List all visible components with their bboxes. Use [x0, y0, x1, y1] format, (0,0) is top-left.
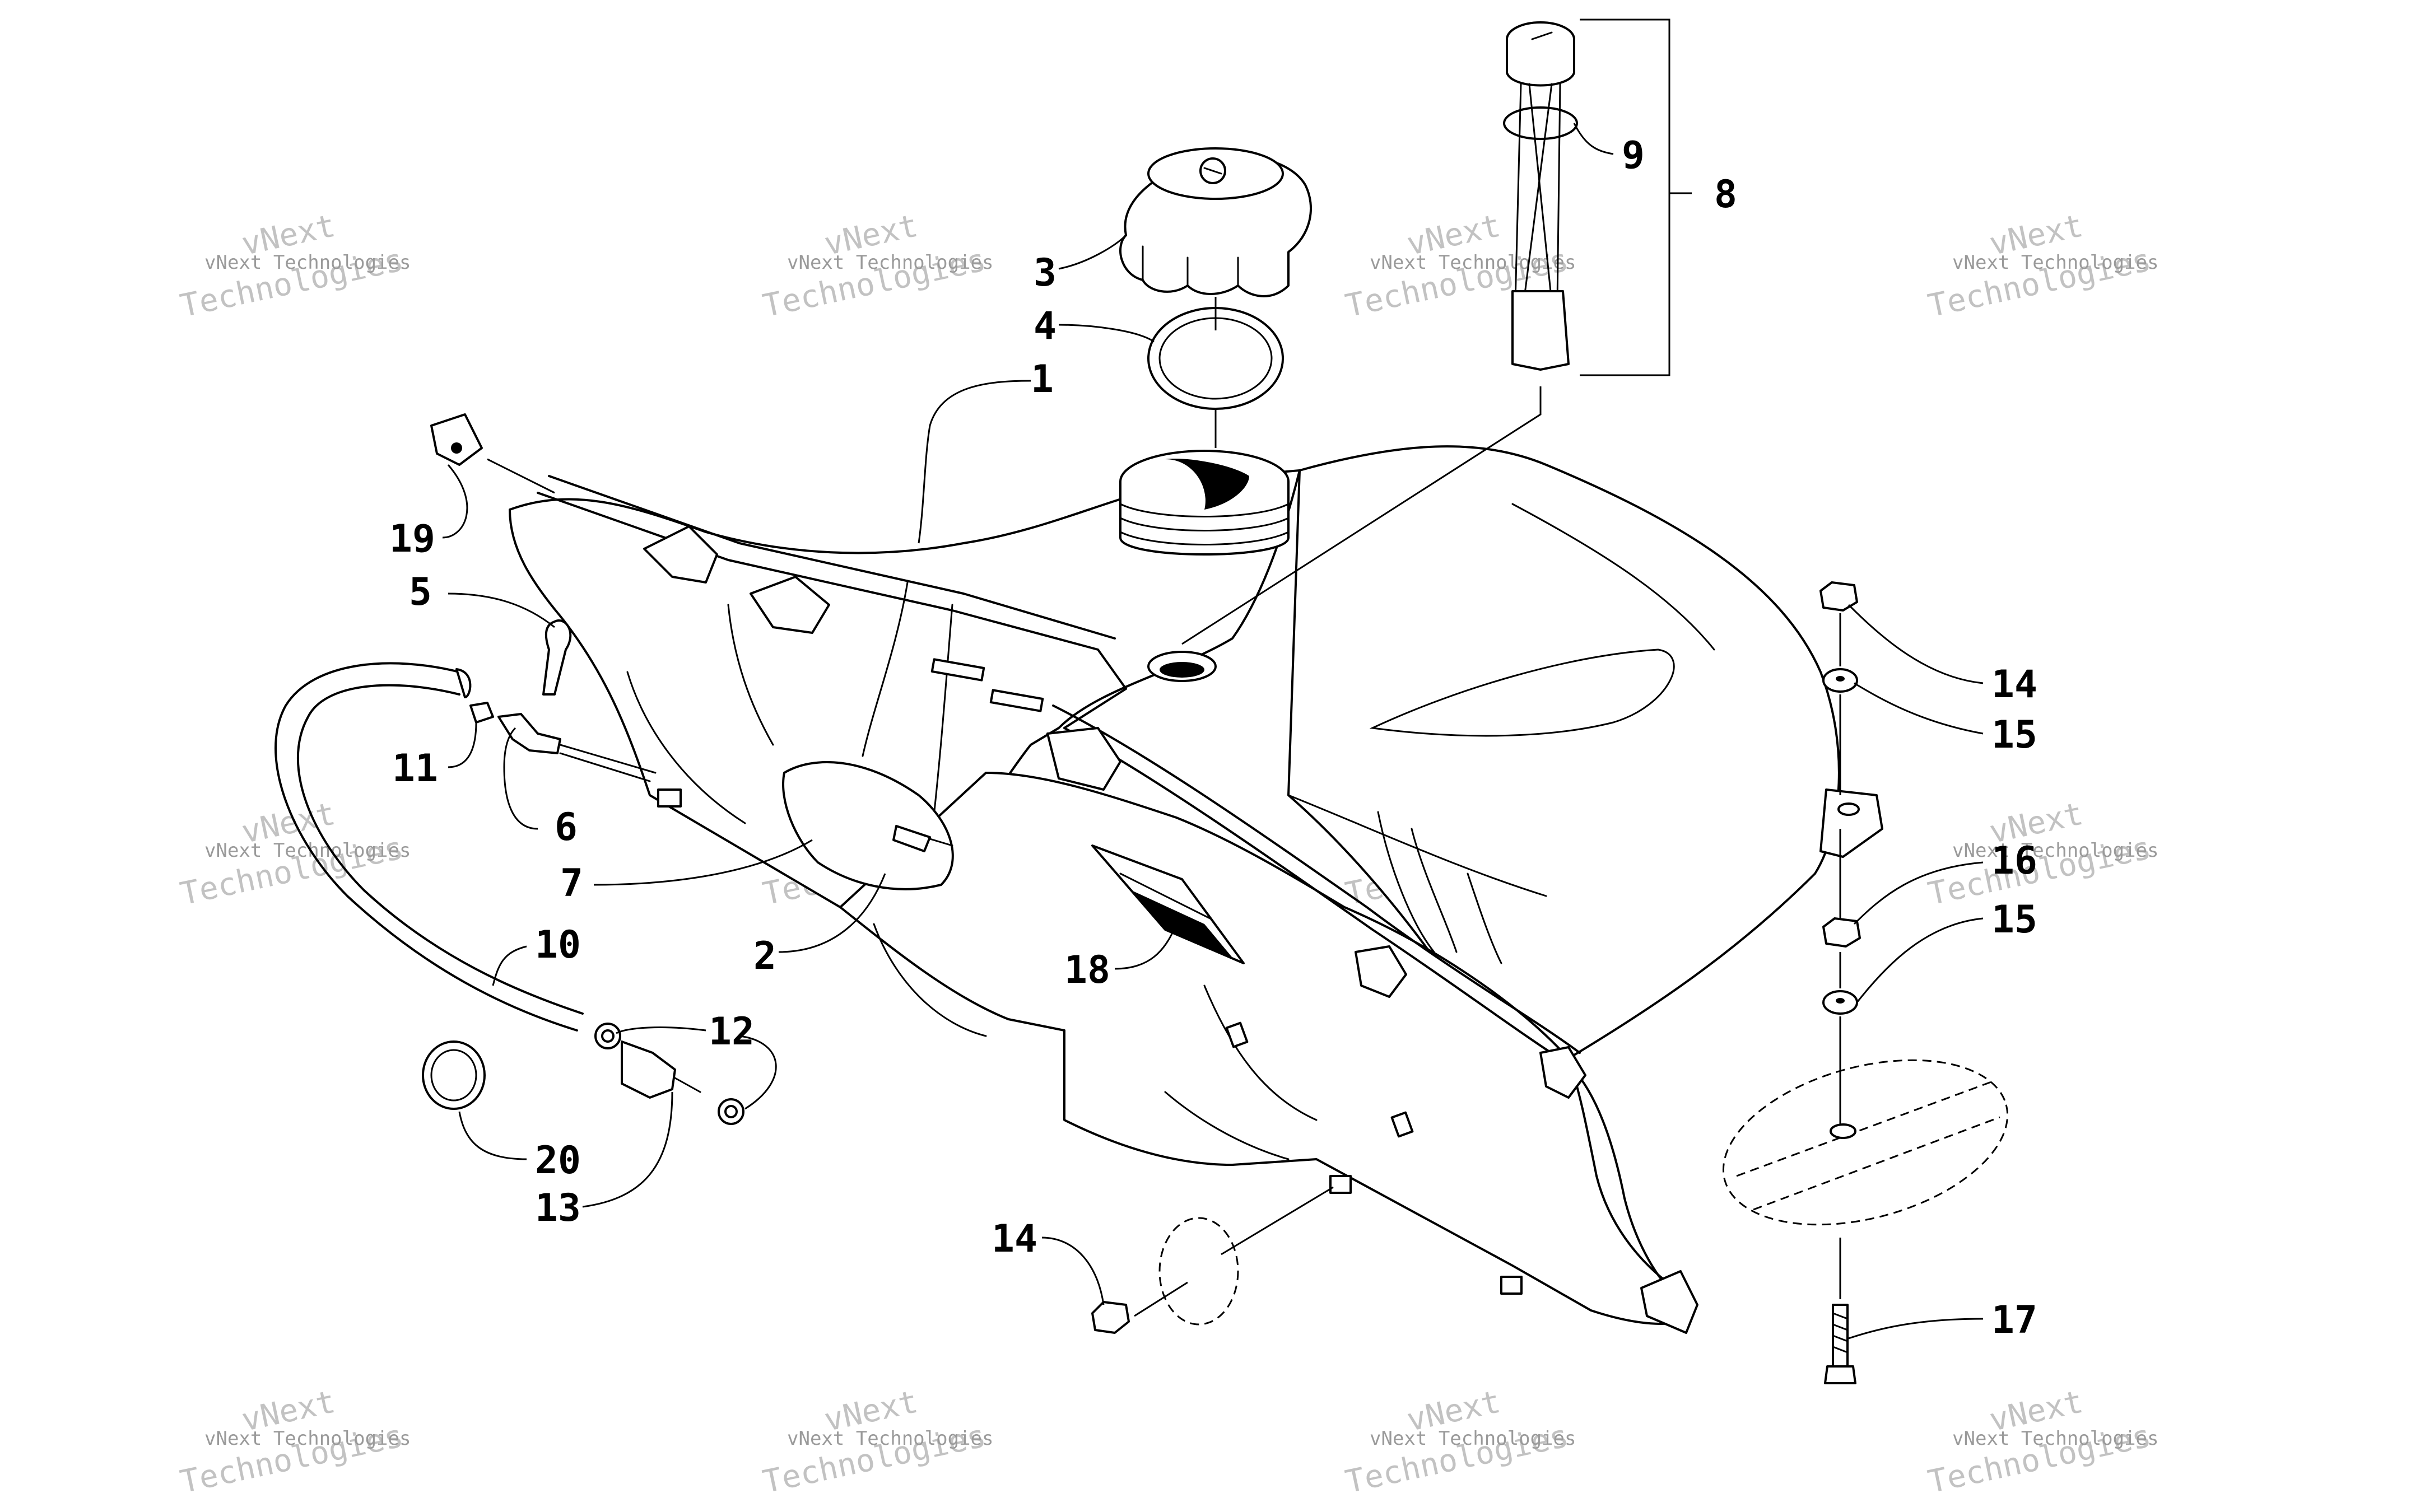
watermark-tile: vNext Technologies vNext Technologies [1342, 1384, 1576, 1501]
callout-6: 6 [555, 805, 578, 850]
gasket-ring-icon [1147, 297, 1284, 448]
watermark-tile: vNext Technologies vNext Technologies [1925, 1384, 2158, 1501]
watermark-tile: vNext Technologies vNext Technologies [177, 796, 411, 913]
callout-19: 19 [389, 517, 435, 561]
callout-2: 2 [753, 934, 776, 978]
callout-labels: 1 2 3 4 5 6 7 8 9 10 11 12 13 14 14 15 1… [389, 133, 2037, 1342]
watermark-text: vNext Technologies [787, 1427, 993, 1450]
callout-14-right: 14 [1991, 662, 2037, 707]
callout-3: 3 [1034, 251, 1057, 295]
tank-stud [989, 689, 1044, 712]
watermark-technologies: Technologies [1925, 830, 2154, 913]
callout-14-bottom: 14 [992, 1217, 1037, 1261]
watermark-tile: vNext Technologies vNext Technologies [760, 208, 993, 325]
watermark-tile: vNext Technologies vNext Technologies [177, 1384, 411, 1501]
watermark-vnext: vNext [239, 796, 338, 851]
callout-15-upper: 15 [1991, 713, 2037, 757]
watermark-text: vNext Technologies [1952, 839, 2158, 862]
callout-9: 9 [1622, 133, 1645, 178]
gas-cap-icon [1119, 147, 1312, 297]
watermark-vnext: vNext [1986, 208, 2086, 263]
watermark-text: vNext Technologies [1952, 1427, 2158, 1450]
watermark-vnext: vNext [239, 1384, 338, 1439]
watermark-technologies: Technologies [177, 1418, 406, 1501]
watermark-vnext: vNext [821, 1384, 921, 1439]
fuel-filter-icon [594, 1023, 744, 1125]
leader-lines [442, 18, 1984, 1340]
decal-label [1091, 844, 1245, 964]
watermark-text: vNext Technologies [204, 839, 411, 862]
tank-stud [657, 788, 682, 808]
fuel-hose-icon [274, 662, 584, 1032]
watermark-vnext: vNext [239, 208, 338, 263]
nut-washer [1091, 1186, 1334, 1334]
watermark-vnext: vNext [1404, 1384, 1504, 1439]
callout-11: 11 [392, 746, 438, 791]
watermark-text: vNext Technologies [1952, 251, 2158, 274]
callout-13: 13 [535, 1186, 581, 1230]
hose-clamp-ring-icon [422, 1040, 486, 1110]
callout-5: 5 [409, 570, 432, 614]
spring-clip-icon [430, 413, 555, 494]
callout-20: 20 [535, 1138, 581, 1183]
tank-stud [1329, 1175, 1352, 1194]
fuel-tank-icon [509, 445, 1883, 1334]
watermark-tile: vNext Technologies vNext Technologies [177, 208, 411, 325]
watermark-text: vNext Technologies [204, 1427, 411, 1450]
watermark-technologies: Technologies [1342, 1418, 1571, 1501]
watermark-vnext: vNext [1986, 1384, 2086, 1439]
watermark-technologies: Technologies [760, 242, 989, 325]
tank-stud [1500, 1276, 1523, 1295]
callout-18: 18 [1064, 948, 1110, 992]
watermark-text: vNext Technologies [1370, 1427, 1576, 1450]
hardware-stack [1722, 581, 2009, 1384]
watermark-vnext: vNext [1404, 208, 1504, 263]
callout-8: 8 [1714, 172, 1737, 217]
watermark-text: vNext Technologies [204, 251, 411, 274]
watermark-technologies: Technologies [177, 242, 406, 325]
watermark-tile: vNext Technologies vNext Technologies [1925, 208, 2158, 325]
callout-16: 16 [1991, 839, 2037, 883]
callout-17: 17 [1991, 1298, 2037, 1342]
watermark-tile: vNext Technologies vNext Technologies [760, 1384, 993, 1501]
callout-7: 7 [560, 861, 583, 906]
callout-12: 12 [709, 1010, 755, 1054]
tank-stud [930, 658, 985, 682]
callout-1: 1 [1031, 357, 1054, 402]
fuel-gauge-sender-icon [1181, 21, 1578, 645]
tank-stud [1390, 1111, 1414, 1138]
watermark-tile: vNext Technologies vNext Technologies [1925, 796, 2158, 913]
hose-clamp-icon [542, 619, 572, 696]
callout-4: 4 [1034, 304, 1057, 348]
watermark-technologies: Technologies [177, 830, 406, 913]
watermark-technologies: Technologies [1925, 242, 2154, 325]
watermark-vnext: vNext [821, 208, 921, 263]
watermark-text: vNext Technologies [787, 251, 993, 274]
tank-stud [1225, 1021, 1249, 1048]
watermark-text: vNext Technologies [1370, 251, 1576, 274]
watermark-technologies: Technologies [1925, 1418, 2154, 1501]
callout-10: 10 [535, 923, 581, 967]
callout-15-lower: 15 [1991, 898, 2037, 942]
watermark-technologies: Technologies [760, 1418, 989, 1501]
hose-fitting-icon [469, 702, 657, 782]
